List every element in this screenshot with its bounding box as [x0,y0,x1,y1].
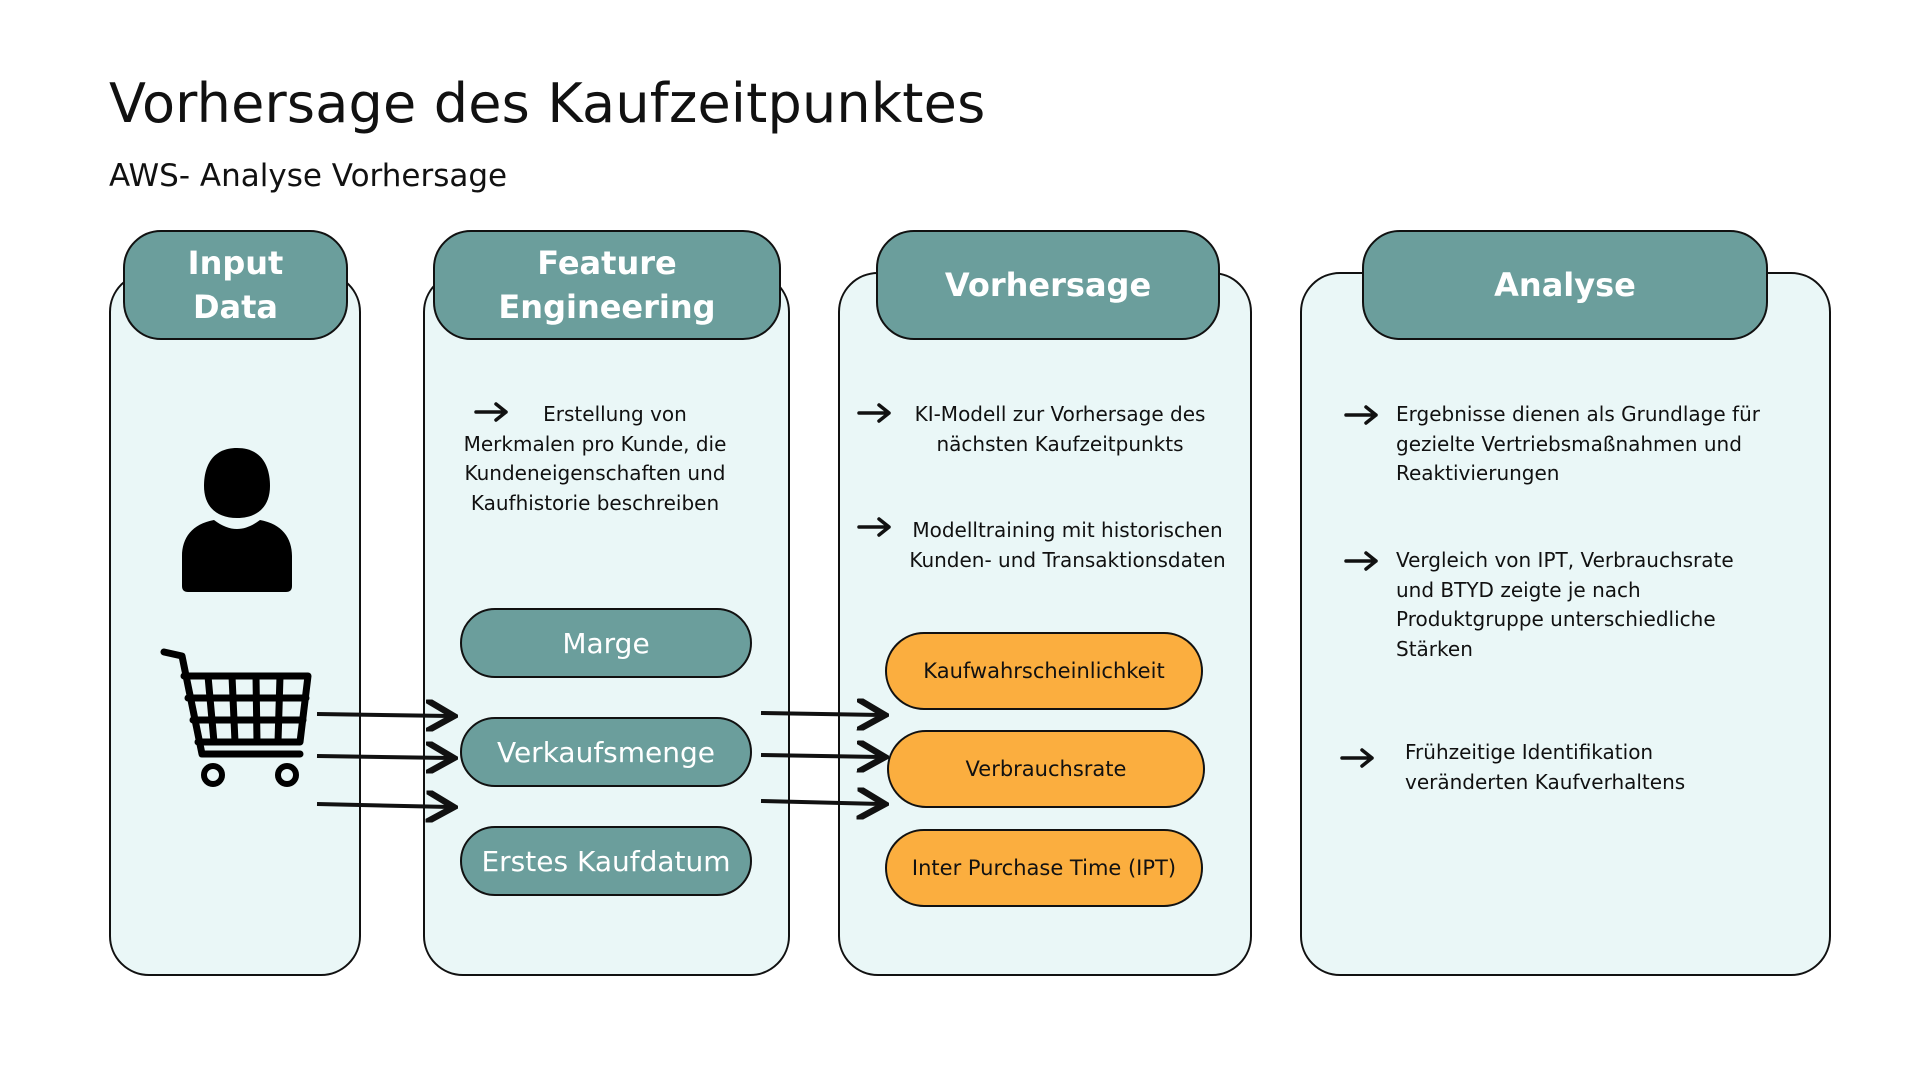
page-subtitle: AWS- Analyse Vorhersage [109,158,508,194]
panel-input-data [109,272,361,976]
prediction-bullet1-line1: KI-Modell zur Vorhersage des [914,402,1206,426]
analysis-bullet3-line2: veränderten Kaufverhaltens [1405,769,1686,794]
prediction-bullet2-line2: Kunden- und Transaktionsdaten [909,547,1226,572]
analysis-bullet3-line1: Frühzeitige Identifikation [1405,740,1654,764]
pill-verkaufsmenge: Verkaufsmenge [460,717,752,787]
panel-analyse [1300,272,1831,976]
pill-inter-purchase-time: Inter Purchase Time (IPT) [885,829,1203,907]
prediction-bullet-1: KI-Modell zur Vorhersage des nächsten Ka… [900,400,1220,459]
prediction-bullet-2: Modelltraining mit historischen Kunden- … [900,516,1235,575]
analysis-bullet1-line1: Ergebnisse dienen als Grundlage für [1396,402,1760,426]
arrow-icon [857,517,891,537]
header-input-line2: Data [192,288,279,326]
header-feature-engineering: Feature Engineering [433,230,781,340]
analysis-bullet2-line3: Produktgruppe unterschiedliche [1396,607,1716,631]
header-analyse: Analyse [1362,230,1768,340]
prediction-bullet2-line1: Modelltraining mit historischen [912,518,1223,542]
pill-verbrauchsrate: Verbrauchsrate [887,730,1205,808]
analysis-bullet2-line1: Vergleich von IPT, Verbrauchsrate [1396,548,1734,572]
feature-bullet-line1: Erstellung von [543,402,687,426]
arrow-icon [474,402,508,422]
arrow-icon [1344,551,1378,571]
pill-kaufwahrscheinlichkeit: Kaufwahrscheinlichkeit [885,632,1203,710]
pill-erstes-kaufdatum: Erstes Kaufdatum [460,826,752,896]
shopping-cart-icon [160,648,312,787]
feature-bullet-line4: Kaufhistorie beschreiben [470,490,720,515]
analysis-bullet1-line3: Reaktivierungen [1396,461,1560,485]
analysis-bullet2-line4: Stärken [1396,636,1473,661]
page-title: Vorhersage des Kaufzeitpunktes [109,72,986,135]
prediction-bullet1-line2: nächsten Kaufzeitpunkts [936,431,1184,456]
header-input-data: Input Data [123,230,348,340]
analysis-bullet2-line2: und BTYD zeigte je nach [1396,577,1641,602]
arrow-icon [1344,405,1378,425]
feature-bullet-line3: Kundeneigenschaften und [464,461,726,485]
analysis-bullet1-line2: gezielte Vertriebsmaßnahmen und [1396,431,1742,456]
analysis-bullet-3: Frühzeitige Identifikation veränderten K… [1405,738,1815,797]
feature-bullet: Erstellung von Merkmalen pro Kunde, die … [440,400,750,518]
person-icon [182,448,292,592]
analysis-bullet-1: Ergebnisse dienen als Grundlage für gezi… [1396,400,1816,489]
arrow-icon [1340,748,1374,768]
pill-marge: Marge [460,608,752,678]
analysis-bullet-2: Vergleich von IPT, Verbrauchsrate und BT… [1396,546,1816,664]
header-input-line1: Input [187,244,284,282]
arrow-icon [857,403,891,423]
header-vorhersage: Vorhersage [876,230,1220,340]
feature-bullet-line2: Merkmalen pro Kunde, die [463,431,727,456]
